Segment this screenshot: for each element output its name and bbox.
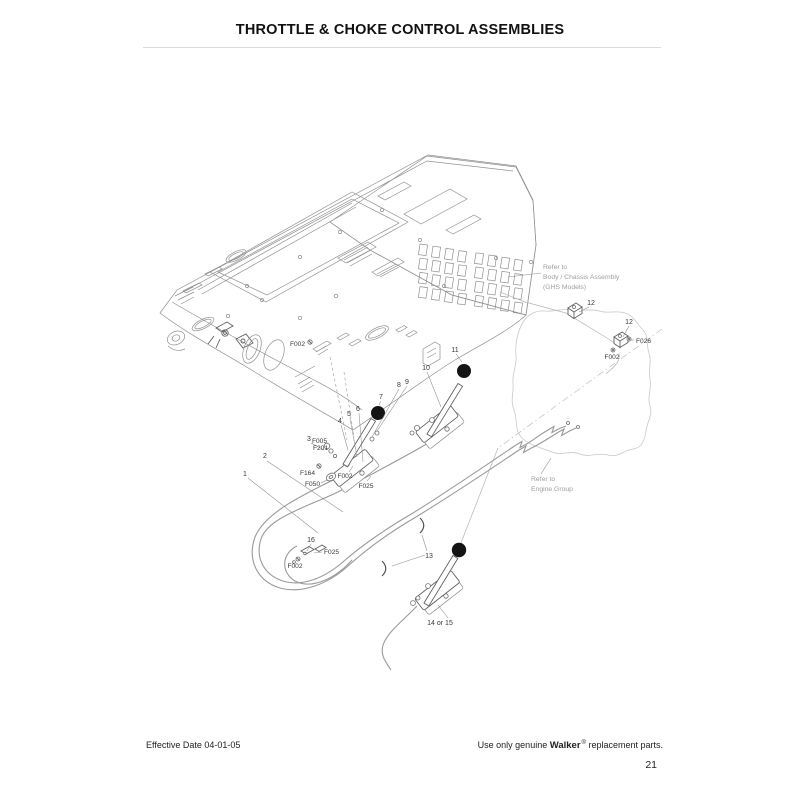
throttle-knob [457, 364, 471, 378]
aux-lever-assembly [410, 542, 467, 615]
part-label-f164: F164 [300, 470, 315, 477]
callout-9: 9 [405, 379, 409, 386]
callout-13: 13 [425, 553, 433, 560]
cable-routing [251, 291, 620, 671]
part-label-f002-lever: F002 [337, 473, 352, 480]
footer-genuine-note: Use only genuine Walker® replacement par… [478, 740, 663, 751]
callout-1: 1 [243, 471, 247, 478]
note-line: (GHS Models) [543, 284, 586, 291]
choke-knob [371, 406, 385, 420]
phantom-cable-line [497, 328, 663, 449]
part-label-f002-cable: F002 [287, 563, 302, 570]
genuine-prefix: Use only genuine [477, 740, 550, 750]
hidden-edge-dashes [329, 356, 355, 441]
part-label-f005: F005 [312, 438, 327, 445]
callout-3: 3 [307, 436, 311, 443]
walker-badge [191, 249, 389, 341]
brand-name: Walker [549, 740, 581, 751]
cable-clamp-16 [292, 544, 327, 564]
callout-2: 2 [263, 453, 267, 460]
callout-16: 16 [307, 537, 315, 544]
note-line: Body / Chassis Assembly [543, 274, 620, 281]
body-outline [159, 154, 537, 431]
part-code-labels: F002 F005 F201 F164 F050 F002 F025 F025 … [287, 338, 651, 570]
registered-mark: ® [581, 740, 586, 746]
leader-lines [247, 272, 634, 619]
aux-lever-cable [381, 605, 418, 671]
page-number: 21 [645, 759, 657, 771]
engine-clamp-cable [499, 291, 616, 344]
callout-14-or-15: 14 or 15 [427, 620, 453, 627]
throttle-lever-assembly [369, 364, 471, 449]
note-line: Refer to [531, 476, 555, 483]
vent-grid [417, 243, 524, 315]
title-divider [143, 47, 661, 48]
part-label-f026-engine: F026 [636, 338, 651, 345]
engine-outline [451, 309, 663, 567]
footer-effective-date: Effective Date 04-01-05 [146, 740, 241, 750]
choke-cable [258, 441, 517, 584]
callout-7: 7 [379, 394, 383, 401]
body-f002-screw [307, 339, 313, 345]
note-body-chassis: Refer to Body / Chassis Assembly (GHS Mo… [543, 264, 620, 291]
note-line: Engine Group [531, 486, 573, 493]
deck-opening [197, 191, 409, 303]
throttle-cable [251, 449, 520, 591]
callout-numbers: 1 2 3 4 5 6 7 8 9 10 11 12 12 13 16 14 o… [243, 300, 633, 627]
part-label-f050: F050 [305, 481, 320, 488]
decal-plates [174, 241, 405, 305]
callout-5: 5 [347, 411, 351, 418]
note-line: Refer to [543, 264, 567, 271]
callout-4: 4 [338, 418, 342, 425]
genuine-suffix: replacement parts. [585, 740, 663, 750]
part-label-f002-body: F002 [290, 341, 305, 348]
callout-11: 11 [451, 347, 458, 354]
cable-inner-loop [284, 545, 353, 585]
part-label-f025-cable: F025 [324, 549, 339, 556]
grommet [316, 463, 337, 482]
deck-screws [226, 208, 533, 320]
control-cluster [207, 321, 285, 371]
callout-12a: 12 [587, 300, 595, 307]
page-title: THROTTLE & CHOKE CONTROL ASSEMBLIES [235, 22, 565, 38]
part-label-f201: F201 [313, 445, 328, 452]
engine-clamp-12b [610, 331, 632, 353]
aux-knob [451, 542, 467, 558]
caster-wheel [167, 330, 186, 351]
part-label-f025-lever: F025 [358, 483, 373, 490]
front-panels [294, 325, 441, 393]
callout-12b: 12 [625, 319, 633, 326]
cable-end-choke [515, 425, 567, 449]
front-face-fold [171, 301, 363, 411]
part-label-f002-engine: F002 [604, 354, 619, 361]
callout-10: 10 [422, 365, 430, 372]
choke-lever-assembly [323, 406, 385, 493]
callout-8: 8 [397, 382, 401, 389]
engine-cover [329, 155, 537, 316]
engine-clamp-12a [567, 302, 583, 320]
cable-end-throttle [518, 427, 577, 454]
callout-6: 6 [356, 406, 360, 413]
mower-body-drawing [159, 154, 537, 441]
note-engine-group: Refer to Engine Group [531, 476, 573, 493]
cable-bend-marks [381, 517, 425, 577]
